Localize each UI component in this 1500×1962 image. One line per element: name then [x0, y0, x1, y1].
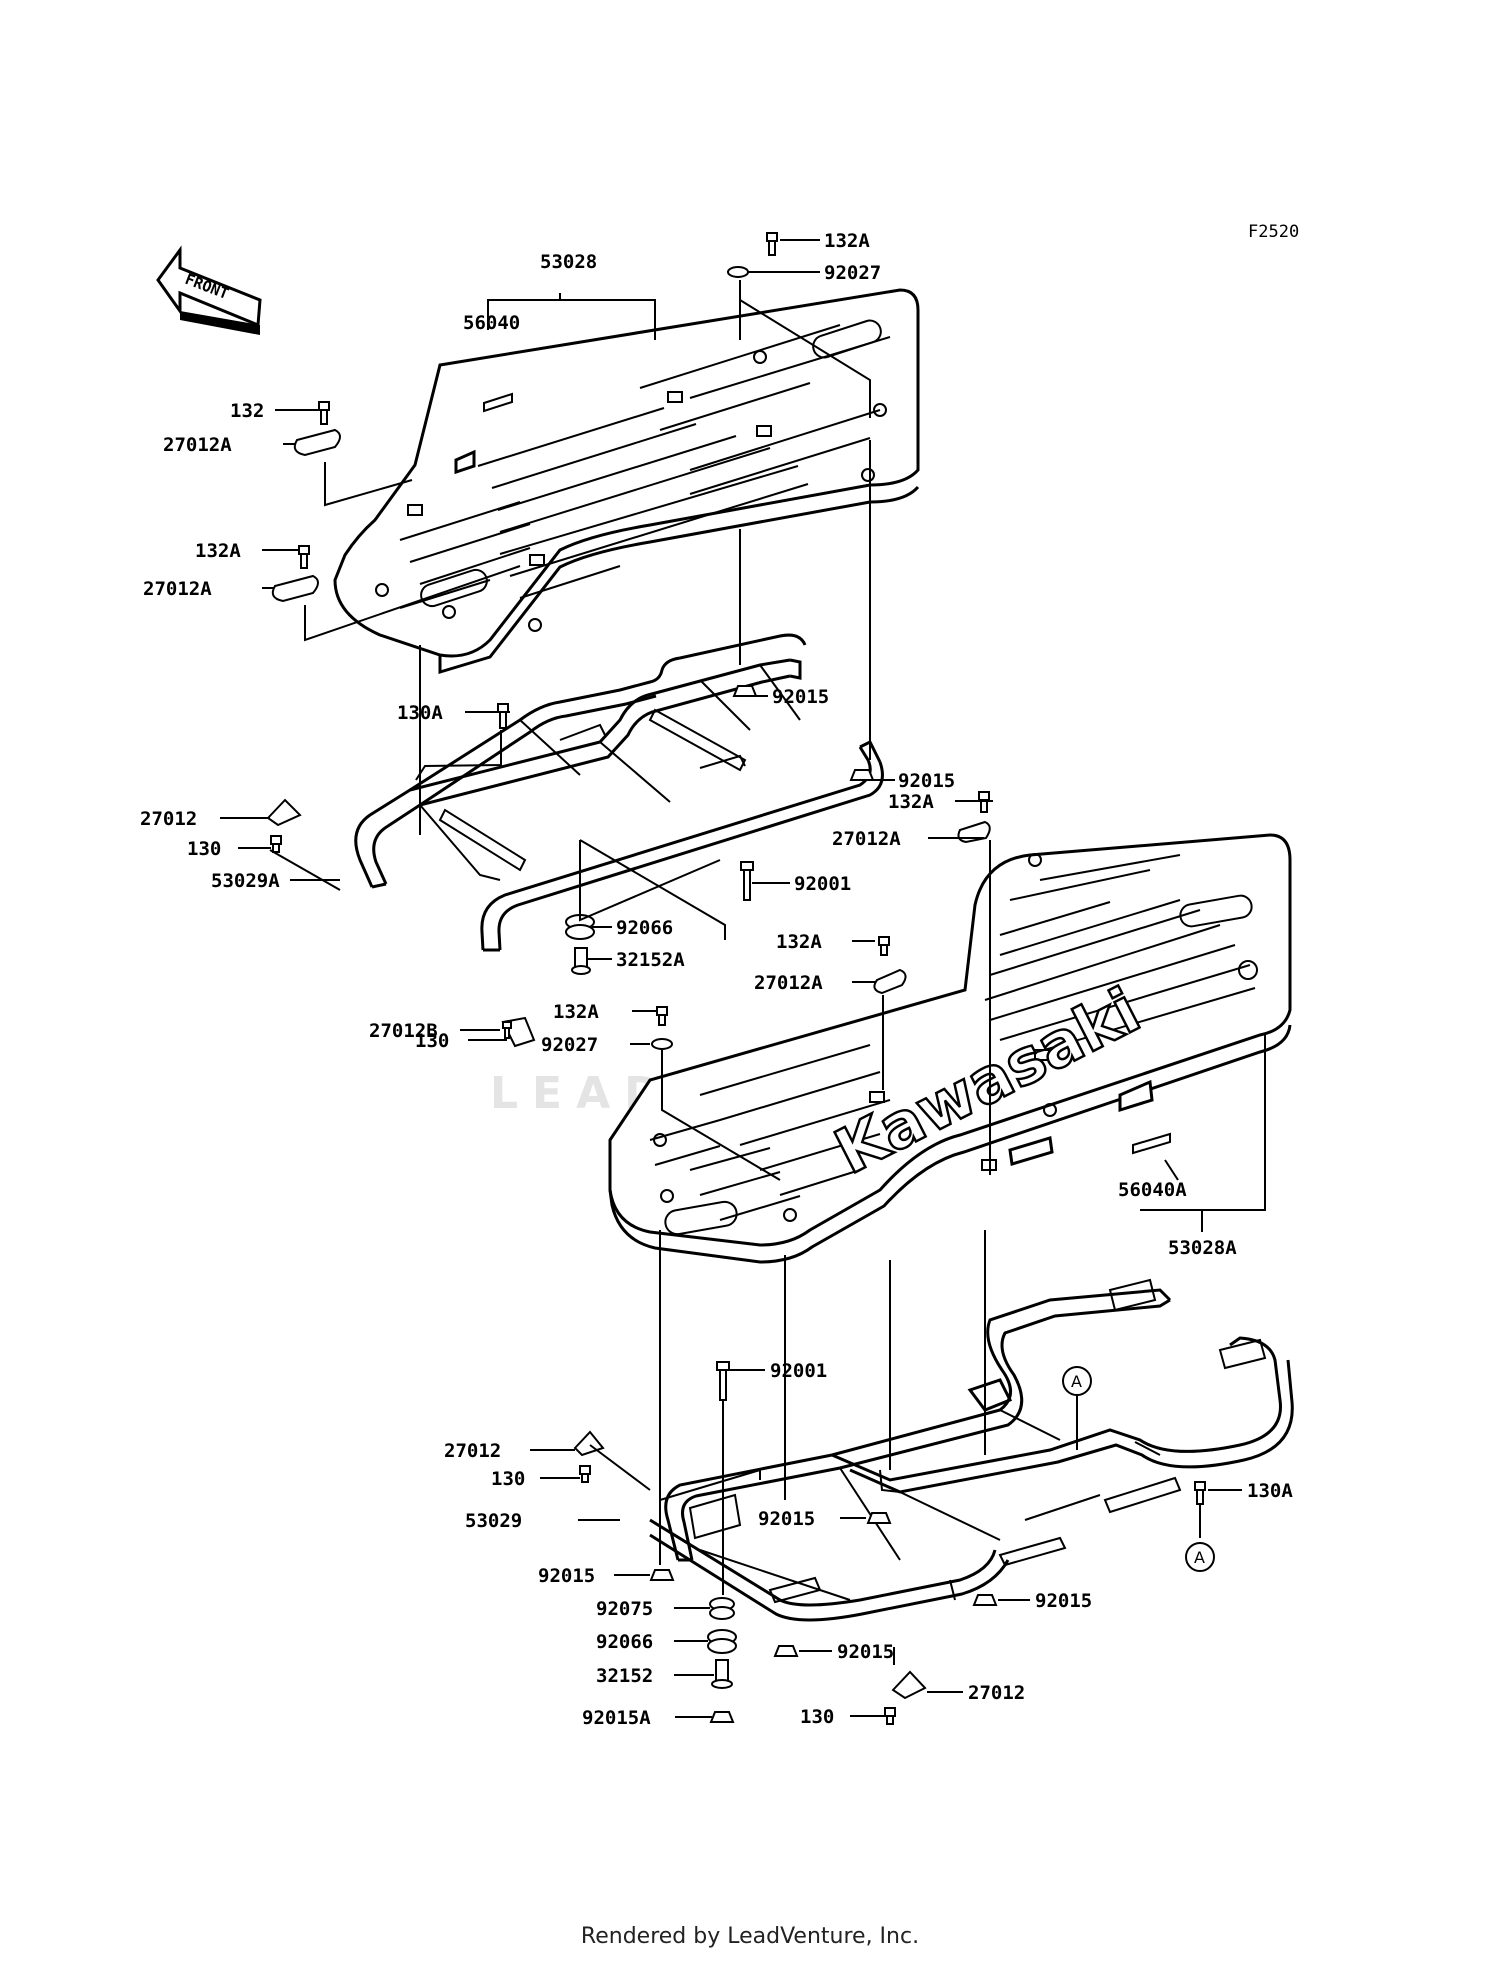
bolt-icon — [878, 936, 890, 956]
label-92015: 92015 — [772, 686, 829, 708]
nut-icon — [649, 1569, 675, 1581]
label-132A: 132A — [888, 791, 934, 813]
callout-A-label: A — [1194, 1548, 1205, 1567]
washer-icon — [651, 1038, 673, 1050]
clamp-icon — [873, 968, 907, 995]
label-132: 132 — [230, 400, 264, 422]
label-92015: 92015 — [1035, 1590, 1092, 1612]
bolt-icon — [318, 401, 330, 425]
front-rack-carrier — [333, 288, 920, 675]
callout-A-label: A — [1071, 1372, 1082, 1391]
clamp-icon — [271, 574, 319, 603]
label-130: 130 — [491, 1468, 525, 1490]
grommet-icon — [707, 1629, 737, 1654]
label-132A: 132A — [553, 1001, 599, 1023]
label-56040: 56040 — [463, 312, 520, 334]
label-132A: 132A — [824, 230, 870, 252]
bolt-icon — [270, 835, 282, 853]
label-130: 130 — [800, 1706, 834, 1728]
label-27012A: 27012A — [832, 828, 901, 850]
label-27012A: 27012A — [163, 434, 232, 456]
front-arrow-icon: FRONT — [156, 245, 262, 335]
front-rack-frame — [354, 633, 884, 952]
bolt-icon — [497, 703, 509, 729]
nut-icon — [849, 769, 875, 781]
label-32152A: 32152A — [616, 949, 685, 971]
collar-icon — [571, 947, 591, 975]
bolt-icon — [1194, 1481, 1206, 1505]
label-53029: 53029 — [465, 1510, 522, 1532]
label-27012: 27012 — [968, 1682, 1025, 1704]
label-92015: 92015 — [837, 1641, 894, 1663]
nut-icon — [732, 685, 758, 697]
decal-56040A — [1132, 1132, 1171, 1155]
label-27012A: 27012A — [143, 578, 212, 600]
grommet-icon — [709, 1597, 735, 1620]
bolt-icon — [884, 1707, 896, 1725]
label-27012: 27012 — [140, 808, 197, 830]
footer-credit: Rendered by LeadVenture, Inc. — [580, 1924, 920, 1949]
nut-icon — [866, 1512, 892, 1524]
rear-rack-frame — [649, 1278, 1294, 1622]
leader-lines — [220, 239, 1266, 1718]
label-130A: 130A — [1247, 1480, 1293, 1502]
bracket-icon — [891, 1670, 927, 1700]
label-92066: 92066 — [596, 1631, 653, 1653]
rear-rack-carrier: Kawasaki — [608, 833, 1292, 1264]
label-53028: 53028 — [540, 251, 597, 273]
label-27012A: 27012A — [754, 972, 823, 994]
bolt-icon — [656, 1006, 668, 1026]
nut-icon — [709, 1711, 735, 1723]
bolt-icon — [716, 1361, 730, 1401]
label-92001: 92001 — [794, 873, 851, 895]
label-92015A: 92015A — [582, 1707, 651, 1729]
label-53028A: 53028A — [1168, 1237, 1237, 1259]
label-92027: 92027 — [824, 262, 881, 284]
bolt-icon — [579, 1465, 591, 1483]
diagram-ref-code: F2520 — [1248, 222, 1299, 242]
clamp-icon — [293, 428, 341, 457]
label-132A: 132A — [776, 931, 822, 953]
bolt-icon — [502, 1021, 512, 1039]
bracket-icon — [266, 798, 302, 827]
label-92066: 92066 — [616, 917, 673, 939]
label-130: 130 — [415, 1030, 449, 1052]
callout-A-circle-1: A — [1062, 1366, 1092, 1396]
collar-icon — [711, 1659, 733, 1689]
label-92001: 92001 — [770, 1360, 827, 1382]
label-92015: 92015 — [758, 1508, 815, 1530]
washer-icon — [727, 266, 749, 278]
bolt-icon — [298, 545, 310, 569]
label-92015: 92015 — [538, 1565, 595, 1587]
callout-A-circle-2: A — [1185, 1542, 1215, 1572]
nut-icon — [773, 1645, 799, 1657]
label-53029A: 53029A — [211, 870, 280, 892]
label-27012: 27012 — [444, 1440, 501, 1462]
nut-icon — [972, 1594, 998, 1606]
label-92075: 92075 — [596, 1598, 653, 1620]
label-132A: 132A — [195, 540, 241, 562]
fastener-icons — [266, 232, 1206, 1725]
label-92027: 92027 — [541, 1034, 598, 1056]
part-labels: 132A 92027 53028 56040 132 27012A 132A 2… — [140, 230, 1293, 1729]
bolt-icon — [740, 861, 754, 901]
bolt-icon — [766, 232, 778, 256]
label-130A: 130A — [397, 702, 443, 724]
label-130: 130 — [187, 838, 221, 860]
label-92015: 92015 — [898, 770, 955, 792]
label-32152: 32152 — [596, 1665, 653, 1687]
label-56040A: 56040A — [1118, 1179, 1187, 1201]
label-27012B: 27012B — [369, 1020, 438, 1042]
decal-56040 — [483, 392, 513, 413]
